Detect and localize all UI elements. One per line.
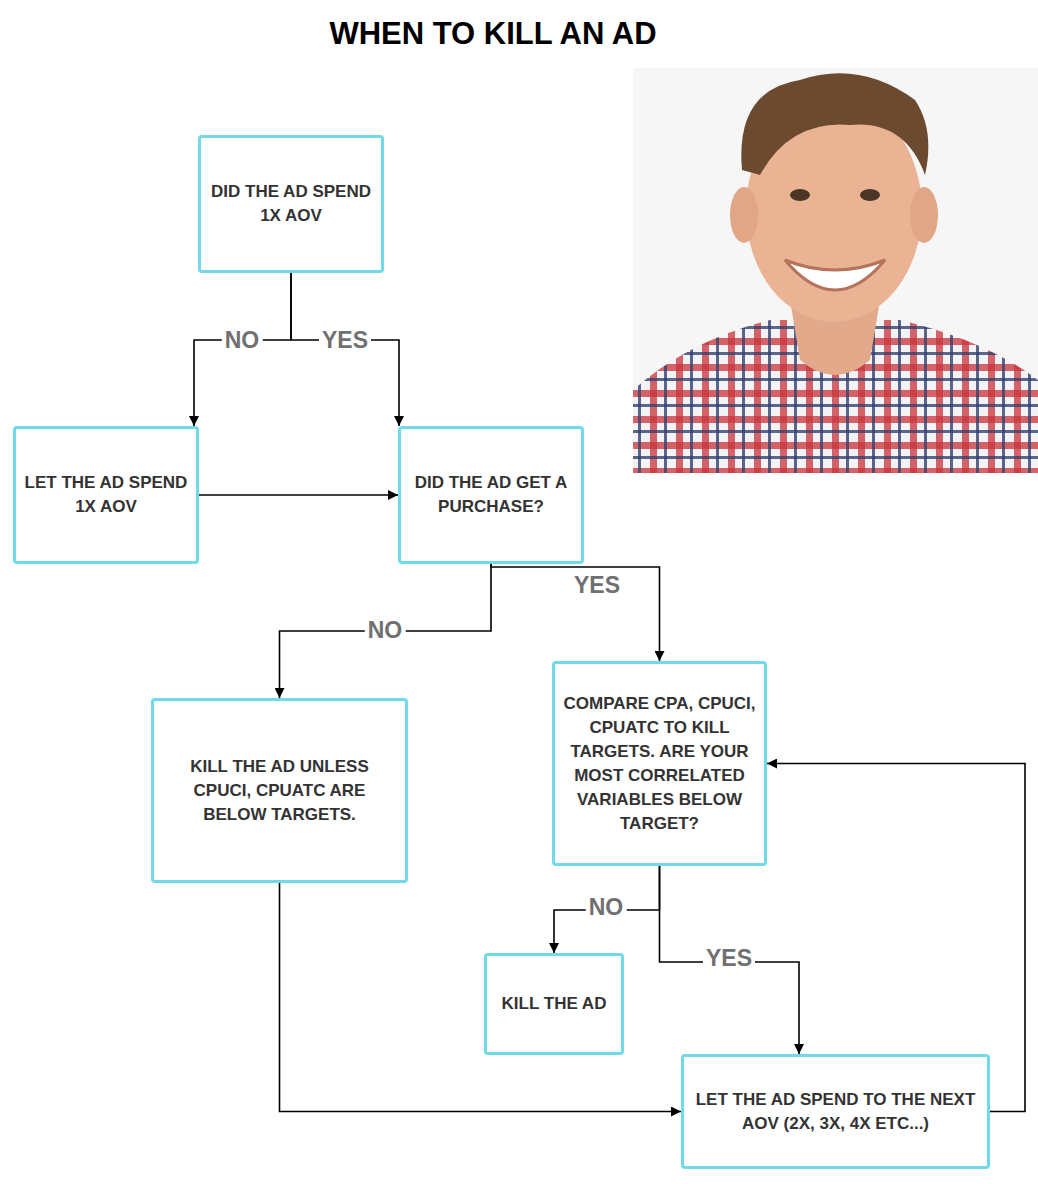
box-text: LET THE AD SPEND 1X AOV <box>24 471 188 519</box>
box-text: DID THE AD GET A PURCHASE? <box>409 471 573 519</box>
process-box: DID THE AD SPEND 1X AOV <box>198 135 384 273</box>
process-box: DID THE AD GET A PURCHASE? <box>398 426 584 564</box>
connector <box>491 564 660 661</box>
connector <box>194 273 291 426</box>
box-text: COMPARE CPA, CPUCI, CPUATC TO KILL TARGE… <box>563 692 756 836</box>
edge-label: YES <box>319 328 371 352</box>
box-text: KILL THE AD <box>502 992 607 1016</box>
connector <box>280 564 492 698</box>
connector <box>660 866 800 1054</box>
box-text: DID THE AD SPEND 1X AOV <box>209 180 373 228</box>
edge-label: NO <box>222 328 263 352</box>
connector <box>199 494 398 496</box>
process-box: LET THE AD SPEND TO THE NEXT AOV (2X, 3X… <box>681 1054 990 1169</box>
box-text: LET THE AD SPEND TO THE NEXT AOV (2X, 3X… <box>692 1088 979 1136</box>
process-box: KILL THE AD <box>484 953 624 1055</box>
diagram-title: WHEN TO KILL AN AD <box>0 16 986 52</box>
process-box: KILL THE AD UNLESS CPUCI, CPUATC ARE BEL… <box>151 698 408 883</box>
connector <box>291 273 399 426</box>
process-box: COMPARE CPA, CPUCI, CPUATC TO KILL TARGE… <box>552 661 767 866</box>
connector <box>280 883 682 1112</box>
process-box: LET THE AD SPEND 1X AOV <box>13 426 199 564</box>
connector <box>554 866 660 953</box>
box-text: KILL THE AD UNLESS CPUCI, CPUATC ARE BEL… <box>162 755 397 827</box>
edge-label: NO <box>586 895 627 919</box>
edge-label: NO <box>365 618 406 642</box>
edge-label: YES <box>703 946 755 970</box>
edge-label: YES <box>571 573 623 597</box>
